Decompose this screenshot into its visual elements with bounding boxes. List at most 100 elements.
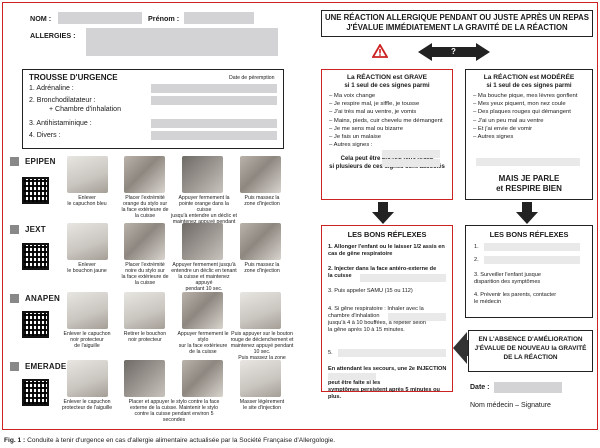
epipen-step3-caption: Appuyer fermement la pointe orange dans …	[171, 195, 237, 231]
epipen-step4-caption: Puis massez la zone d'injection	[244, 195, 280, 207]
headline-text: UNE RÉACTION ALLERGIQUE PENDANT OU JUSTE…	[325, 13, 589, 32]
page-frame	[2, 2, 598, 430]
emerade-step1-caption: Enlever le capuchon protecteur de l'aigu…	[61, 399, 113, 411]
double-arrow-icon	[418, 43, 490, 61]
emerade-step2-caption: Placer et appuyer le stylo contre la fac…	[128, 399, 220, 423]
epipen-step3-photo	[182, 156, 223, 193]
reflexes-grave-step-1: 1. Allonger l'enfant ou le laisser 1/2 a…	[328, 244, 445, 257]
reflexes-grave-step-5: 5.	[328, 350, 333, 356]
grave-subtitle: si 1 seul de ces signes parmi	[344, 82, 430, 89]
emerade-title: EMERADE	[25, 362, 67, 371]
moderee-item: – Et j'ai envie de vomir	[473, 125, 533, 132]
caption-label: Fig. 1 :	[4, 437, 26, 444]
moderee-item: – Autres signes	[473, 134, 514, 141]
date-label: Date :	[470, 384, 490, 391]
grave-item: – Autres signes :	[329, 142, 373, 149]
caption-text: Conduite à tenir d'urgence en cas d'alle…	[27, 437, 336, 444]
nom-field[interactable]	[58, 12, 142, 24]
emerade-checkbox[interactable]	[10, 362, 19, 371]
reflexes-moderee-box: LES BONS RÉFLEXES 1. 2. 3. Surveiller l'…	[465, 225, 593, 318]
reflexes-grave-step-3: 3. Puis appeler SAMU (15 ou 112)	[328, 288, 413, 294]
reflexes-grave-step-6: En attendant les secours, une 2e INJECTI…	[328, 366, 447, 400]
emerade-step3-photo	[182, 360, 223, 397]
reflexes-grave-step-2: 2. Injecter dans la face antéro-externe …	[328, 266, 437, 279]
reflexes-moderee-step2-field[interactable]	[484, 256, 580, 264]
jext-step2-caption: Placer l'extrémité noire du stylo sur la…	[121, 262, 169, 286]
jext-step4-caption: Puis massez la zone d'injection	[244, 262, 280, 274]
grave-item: – Je me sens mal ou bizarre	[329, 125, 403, 132]
jext-step4-photo	[240, 223, 281, 260]
reflexes-grave-box: LES BONS RÉFLEXES 1. Allonger l'enfant o…	[321, 225, 453, 400]
reflexes-grave-injection-field[interactable]	[360, 274, 446, 282]
grave-item: – Je respire mal, je siffle, je tousse	[329, 101, 420, 108]
jext-title: JEXT	[25, 225, 46, 234]
adrenaline-field[interactable]	[151, 84, 277, 93]
date-field[interactable]	[494, 382, 562, 393]
nom-label: NOM :	[30, 14, 52, 23]
reflexes-grave-step5-field[interactable]	[338, 349, 446, 357]
anapen-step4-photo	[240, 292, 281, 329]
prenom-label: Prénom :	[148, 14, 180, 23]
prenom-field[interactable]	[184, 12, 254, 24]
moderee-item: – Des plaques rouges qui démangent	[473, 109, 571, 116]
moderee-subtitle: si 1 seul de ces signes parmi	[486, 82, 572, 89]
reflexes-moderee-step-3: 3. Surveiller l'enfant jusque disparitio…	[474, 272, 541, 285]
bronchodilatateur-field[interactable]	[151, 96, 277, 105]
moderee-box: La RÉACTION est MODÉRÉE si 1 seul de ces…	[465, 69, 593, 200]
reflexes-grave-inhalation-field[interactable]	[388, 313, 446, 321]
anapen-step3-caption: Appuyer fermement le stylo sur la face e…	[177, 331, 229, 355]
anapen-step3-photo	[182, 292, 223, 329]
anapen-step2-photo	[124, 292, 165, 329]
jext-step1-photo	[67, 223, 108, 260]
reflexes-moderee-step-2: 2.	[474, 257, 479, 263]
trousse-title: TROUSSE D'URGENCE	[29, 73, 118, 82]
allergies-field[interactable]	[86, 28, 278, 56]
moderee-item: – Ma bouche pique, mes lèvres gonflent	[473, 93, 578, 99]
jext-step3-photo	[182, 223, 223, 260]
jext-step2-photo	[124, 223, 165, 260]
absence-box: EN L'ABSENCE D'AMÉLIORATION J'ÉVALUE DE …	[468, 330, 593, 372]
epipen-step2-photo	[124, 156, 165, 193]
emerade-step1-photo	[67, 360, 108, 397]
jext-qr-code	[22, 243, 49, 270]
grave-item: – J'ai très mal au ventre, je vomis	[329, 109, 417, 116]
anapen-qr-code	[22, 311, 49, 338]
moderee-note-1: MAIS JE PARLE	[498, 174, 560, 183]
grave-malaise-field[interactable]	[382, 150, 440, 158]
emerade-step4-photo	[240, 360, 281, 397]
divers-field[interactable]	[151, 131, 277, 140]
antihistaminique-field[interactable]	[151, 119, 277, 128]
reflexes-moderee-step1-field[interactable]	[484, 243, 580, 251]
anapen-step1-photo	[67, 292, 108, 329]
figure-caption: Fig. 1 : Conduite à tenir d'urgence en c…	[4, 437, 335, 444]
allergies-label: ALLERGIES :	[30, 31, 76, 40]
jext-checkbox[interactable]	[10, 225, 19, 234]
epipen-qr-code	[22, 177, 49, 204]
trousse-item-bronchodilatateur: 2. Bronchodilatateur :	[29, 97, 96, 104]
grave-item: – Je fais un malaise	[329, 134, 382, 141]
trousse-box: TROUSSE D'URGENCE Date de péremption 1. …	[22, 69, 284, 149]
arrow-down-moderee-icon	[516, 202, 538, 224]
emerade-qr-code	[22, 379, 49, 406]
reflexes-grave-second-injection-field[interactable]	[328, 373, 376, 380]
epipen-step2-caption: Placer l'extrémité orange du stylo sur l…	[121, 195, 169, 219]
trousse-item-divers: 4. Divers :	[29, 132, 61, 139]
anapen-checkbox[interactable]	[10, 294, 19, 303]
epipen-step4-photo	[240, 156, 281, 193]
moderee-autres-field[interactable]	[476, 158, 580, 166]
epipen-title: EPIPEN	[25, 157, 56, 166]
anapen-title: ANAPEN	[25, 294, 60, 303]
question-mark: ?	[451, 47, 456, 56]
grave-item: – Ma voix change	[329, 93, 376, 99]
headline-box: UNE RÉACTION ALLERGIQUE PENDANT OU JUSTE…	[321, 10, 593, 37]
grave-autres-field[interactable]	[382, 159, 440, 167]
reflexes-grave-step-4: 4. Si gêne respiratoire : Inhaler avec l…	[328, 306, 426, 333]
warning-icon	[372, 44, 388, 58]
epipen-checkbox[interactable]	[10, 157, 19, 166]
grave-box: La RÉACTION est GRAVE si 1 seul de ces s…	[321, 69, 453, 200]
moderee-title: La RÉACTION est MODÉRÉE	[483, 74, 575, 81]
moderee-note-2: et RESPIRE BIEN	[496, 184, 562, 193]
anapen-step2-caption: Retirer le bouchon noir protecteur	[123, 331, 167, 343]
jext-step1-caption: Enlever le bouchon jaune	[67, 262, 107, 274]
trousse-item-antihistaminique: 3. Antihistaminique :	[29, 120, 92, 127]
